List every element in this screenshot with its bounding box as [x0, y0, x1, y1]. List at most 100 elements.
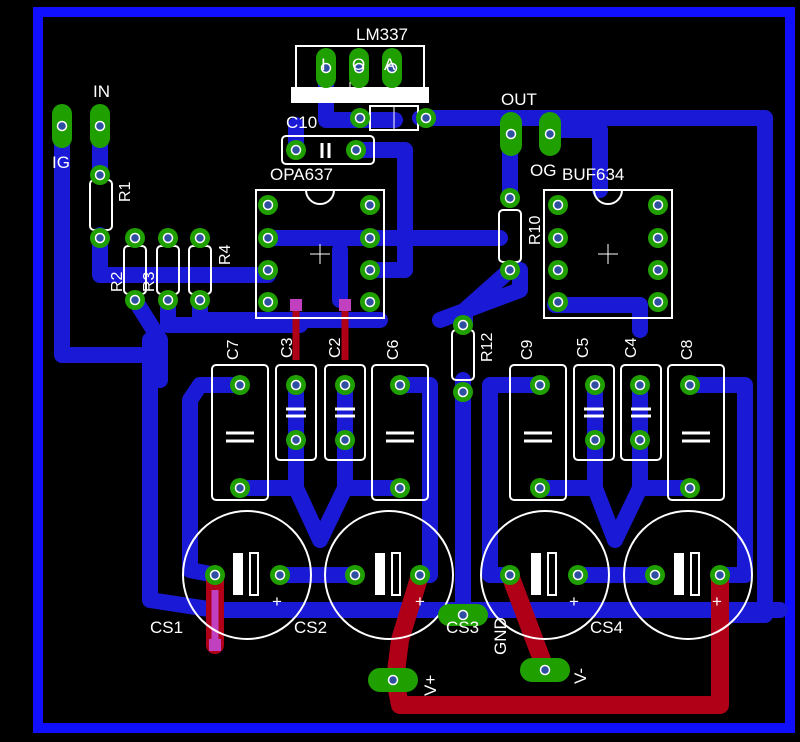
- drill-hole: [552, 199, 564, 211]
- drill-hole: [209, 569, 221, 581]
- c10-label: C10: [286, 113, 317, 132]
- opamp-label: OPA637: [270, 165, 333, 184]
- drill-hole: [364, 232, 376, 244]
- regulator-pin-i: I: [321, 55, 326, 74]
- drill-hole: [339, 379, 351, 391]
- drill-hole: [552, 232, 564, 244]
- cs4-plus: +: [712, 592, 722, 611]
- out-label: OUT: [501, 90, 537, 109]
- cs3-label: CS3: [446, 618, 479, 637]
- drill-hole: [652, 264, 664, 276]
- regulator-pin-a: A: [384, 55, 396, 74]
- cs1-label: CS1: [150, 618, 183, 637]
- drill-hole: [634, 379, 646, 391]
- drill-hole: [414, 569, 426, 581]
- drill-hole: [589, 379, 601, 391]
- drill-hole: [194, 232, 206, 244]
- c6-label: C6: [385, 339, 402, 360]
- drill-hole: [387, 674, 399, 686]
- cs3-plus: +: [569, 592, 579, 611]
- drill-hole: [539, 664, 551, 676]
- drill-hole: [652, 296, 664, 308]
- r3-label: R3: [141, 271, 158, 292]
- drill-hole: [94, 120, 106, 132]
- drill-hole: [162, 294, 174, 306]
- drill-hole: [290, 434, 302, 446]
- drill-hole: [457, 319, 469, 331]
- drill-hole: [234, 482, 246, 494]
- r12-label: R12: [479, 333, 496, 362]
- cs4-label: CS4: [590, 618, 623, 637]
- drill-hole: [162, 232, 174, 244]
- regulator-pin-o: O: [352, 55, 365, 74]
- drill-hole: [274, 569, 286, 581]
- drill-hole: [534, 379, 546, 391]
- drill-hole: [504, 569, 516, 581]
- drill-hole: [714, 569, 726, 581]
- drill-hole: [262, 199, 274, 211]
- drill-hole: [652, 232, 664, 244]
- drill-hole: [262, 232, 274, 244]
- cs1-plus: +: [272, 592, 282, 611]
- in-label: IN: [93, 82, 110, 101]
- r2-label: R2: [109, 271, 126, 292]
- drill-hole: [457, 609, 469, 621]
- r10-label: R10: [527, 216, 544, 245]
- gnd-label: GND: [491, 617, 510, 655]
- drill-hole: [684, 482, 696, 494]
- drill-hole: [262, 296, 274, 308]
- via: [339, 299, 351, 311]
- drill-hole: [349, 569, 361, 581]
- drill-hole: [505, 128, 517, 140]
- cs2-plus: +: [415, 592, 425, 611]
- r4-label: R4: [217, 244, 234, 265]
- drill-hole: [504, 264, 516, 276]
- cs2-label: CS2: [294, 618, 327, 637]
- og-label: OG: [530, 161, 556, 180]
- drill-hole: [290, 379, 302, 391]
- c7-label: C7: [225, 339, 242, 360]
- drill-hole: [194, 294, 206, 306]
- drill-hole: [353, 62, 365, 74]
- drill-hole: [56, 120, 68, 132]
- drill-hole: [129, 294, 141, 306]
- drill-hole: [649, 569, 661, 581]
- drill-hole: [94, 169, 106, 181]
- buffer-label: BUF634: [562, 165, 624, 184]
- drill-hole: [350, 144, 362, 156]
- drill-hole: [589, 434, 601, 446]
- drill-hole: [354, 112, 366, 124]
- drill-hole: [129, 232, 141, 244]
- pad-holes: [56, 62, 726, 686]
- drill-hole: [94, 232, 106, 244]
- drill-hole: [364, 296, 376, 308]
- c4-label: C4: [623, 337, 640, 358]
- drill-hole: [234, 379, 246, 391]
- drill-hole: [339, 434, 351, 446]
- ig-label: IG: [52, 153, 70, 172]
- drill-hole: [572, 569, 584, 581]
- drill-hole: [534, 482, 546, 494]
- c8-label: C8: [679, 339, 696, 360]
- drill-hole: [552, 296, 564, 308]
- drill-hole: [504, 192, 516, 204]
- c2-label: C2: [327, 337, 344, 358]
- drill-hole: [262, 264, 274, 276]
- drill-hole: [544, 128, 556, 140]
- drill-hole: [364, 199, 376, 211]
- drill-hole: [457, 386, 469, 398]
- drill-hole: [634, 434, 646, 446]
- drill-hole: [394, 482, 406, 494]
- vplus-label: V+: [421, 675, 440, 696]
- regulator-label: LM337: [356, 25, 408, 44]
- board-outline: [33, 7, 795, 733]
- pads: [52, 48, 570, 692]
- drill-hole: [684, 379, 696, 391]
- drill-hole: [290, 144, 302, 156]
- drill-hole: [420, 112, 432, 124]
- cap-symbols: [226, 143, 710, 443]
- c9-label: C9: [519, 339, 536, 360]
- drill-hole: [552, 264, 564, 276]
